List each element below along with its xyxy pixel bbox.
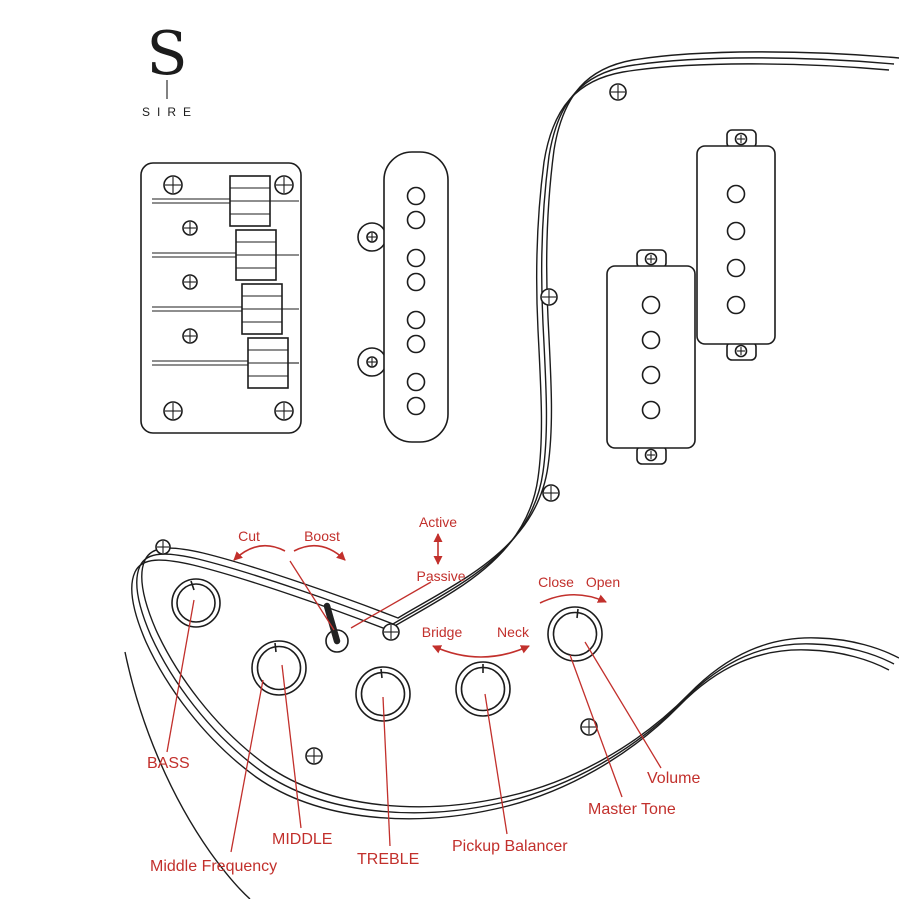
bridge-plate-screw-icon bbox=[182, 220, 198, 236]
middle-control-label: MIDDLE bbox=[272, 831, 332, 848]
pickup-balancer-callout-line bbox=[484, 693, 508, 835]
bridge-mounting-screw-icon bbox=[274, 175, 294, 195]
cut-label: Cut bbox=[238, 528, 260, 544]
volume-tone-knob bbox=[547, 606, 603, 662]
split-pickup-ear-screw-icon bbox=[644, 252, 658, 266]
bass-knob bbox=[171, 578, 221, 628]
active-passive-switch bbox=[323, 602, 349, 653]
split-pickup-ear-screw-icon bbox=[734, 132, 748, 146]
pickguard-screw-icon bbox=[155, 539, 171, 555]
split-pickup-ear-screw-icon bbox=[644, 448, 658, 462]
switch-lever bbox=[323, 602, 341, 645]
bass-callout-line bbox=[166, 599, 195, 753]
pickup-balancer-control-label: Pickup Balancer bbox=[452, 838, 568, 855]
boost-label: Boost bbox=[304, 528, 340, 544]
bridge-neck-rotation-arrow-icon bbox=[432, 645, 530, 658]
treble-knob bbox=[355, 666, 411, 722]
close-open-rotation-arrow-icon bbox=[539, 593, 607, 604]
boost-rotation-arrow-icon bbox=[293, 544, 346, 561]
brand-monogram: S bbox=[146, 19, 187, 89]
close-label: Close bbox=[538, 574, 574, 590]
bridge-plate-screw-icon bbox=[182, 274, 198, 290]
neck-label: Neck bbox=[497, 624, 530, 640]
middle-knob bbox=[251, 640, 307, 696]
boost-to-switch-line bbox=[289, 560, 335, 631]
treble-knob-pointer bbox=[380, 668, 383, 679]
jazz-pickup-cover bbox=[383, 151, 449, 443]
pickguard-screw-icon bbox=[382, 623, 400, 641]
pickguard-edge-middle-line bbox=[136, 57, 895, 814]
middle-frequency-callout-line bbox=[230, 679, 264, 853]
treble-control-label: TREBLE bbox=[357, 851, 419, 868]
pickguard-screw-icon bbox=[580, 718, 598, 736]
split-pickup-pole-pieces bbox=[726, 184, 746, 315]
split-pickup-pole-pieces bbox=[641, 295, 661, 420]
treble-callout-line bbox=[382, 696, 391, 847]
brand-logo: S SIRE bbox=[142, 19, 198, 119]
volume-callout-line bbox=[584, 641, 662, 769]
passive-label: Passive bbox=[416, 568, 465, 584]
middle-knob-pointer bbox=[274, 642, 277, 653]
bridge-mounting-screw-icon bbox=[274, 401, 294, 421]
split-coil-pickup bbox=[606, 129, 776, 465]
pickup-balancer-knob bbox=[455, 661, 511, 717]
pickguard-screw-icon bbox=[305, 747, 323, 765]
bridge-assembly bbox=[140, 162, 302, 434]
pickguard-screw-icon bbox=[540, 288, 558, 306]
jazz-pickup-ear-screw-icon bbox=[366, 231, 378, 243]
split-pickup-lower-half bbox=[606, 265, 696, 449]
master-tone-callout-line bbox=[569, 654, 623, 798]
passive-to-switch-line bbox=[350, 581, 432, 629]
body-edge-line bbox=[124, 651, 251, 899]
volume-tone-knob-pointer bbox=[576, 608, 579, 619]
bridge-label: Bridge bbox=[422, 624, 463, 640]
volume-control-label: Volume bbox=[647, 770, 700, 787]
jazz-pickup-pole-pieces bbox=[406, 186, 426, 416]
split-pickup-ear-screw-icon bbox=[734, 344, 748, 358]
pickguard-screws bbox=[155, 83, 627, 765]
bass-knob-pointer bbox=[190, 580, 195, 591]
cut-rotation-arrow-icon bbox=[233, 544, 286, 561]
bridge-mounting-screw-icon bbox=[163, 175, 183, 195]
jazz-pickup-ear-screw-icon bbox=[366, 356, 378, 368]
active-label: Active bbox=[419, 514, 457, 530]
bridge-strings-and-saddles bbox=[152, 175, 299, 389]
split-pickup-upper-half bbox=[696, 145, 776, 345]
open-label: Open bbox=[586, 574, 620, 590]
pickguard-screw-icon bbox=[542, 484, 560, 502]
jazz-pickup bbox=[357, 151, 449, 443]
brand-name: SIRE bbox=[142, 105, 198, 119]
master-tone-control-label: Master Tone bbox=[588, 801, 676, 818]
bridge-mounting-screw-icon bbox=[163, 401, 183, 421]
bass-control-label: BASS bbox=[147, 755, 190, 772]
middle-frequency-control-label: Middle Frequency bbox=[150, 858, 277, 875]
annotations: Cut Boost Active Passive Close Open Brid… bbox=[147, 514, 700, 875]
bridge-plate-screw-icon bbox=[182, 328, 198, 344]
pickguard-screw-icon bbox=[609, 83, 627, 101]
middle-callout-line bbox=[281, 664, 302, 829]
pickguard-edge-outer-line bbox=[141, 51, 899, 808]
